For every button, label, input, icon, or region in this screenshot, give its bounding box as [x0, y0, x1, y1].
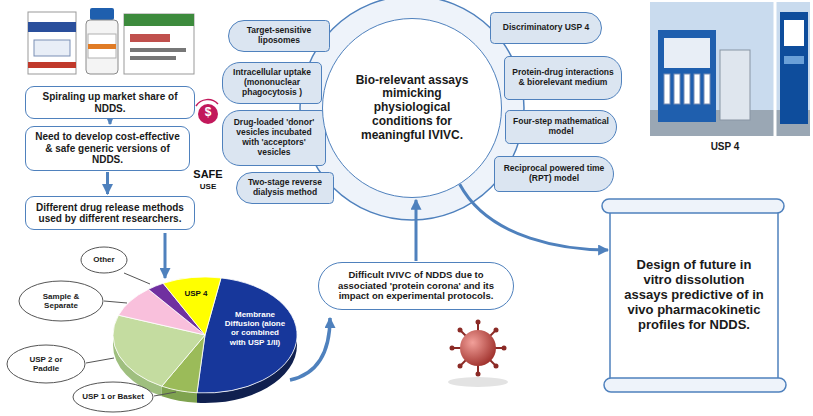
node-text: USP 2 or Paddle	[16, 355, 76, 373]
node-text: USP 1 or Basket	[82, 392, 144, 401]
safe-logo: SAFE	[189, 168, 227, 181]
method-tab: Reciprocal powered time (RPT) model	[494, 156, 614, 192]
node-text: Design of future in vitro dissolution as…	[622, 258, 766, 333]
pie-slice-label: Membrane Diffusion (alone or combined wi…	[222, 310, 288, 347]
callout-oval: USP 1 or Basket	[72, 381, 154, 413]
process-box: Need to develop cost-effective & safe ge…	[25, 126, 190, 171]
callout-oval: Other	[80, 246, 128, 274]
node-text: Two-stage reverse dialysis method	[243, 178, 327, 198]
pie-chart	[113, 277, 297, 403]
outcome-scroll: Design of future in vitro dissolution as…	[600, 198, 788, 393]
node-text: Bio-relevant assays mimicking physiologi…	[347, 74, 477, 143]
apparatus-label: USP 4	[700, 141, 750, 153]
problem-pill: Difficult IVIVC of NDDS due to associate…	[318, 262, 514, 310]
node-text: Drug-loaded 'donor' vesicles incubated w…	[229, 118, 319, 157]
callout-oval: Sample & Separate	[18, 280, 104, 322]
flow-arrow	[164, 233, 167, 278]
method-tab: Discriminatory USP 4	[490, 12, 602, 44]
node-text: Reciprocal powered time (RPT) model	[501, 164, 607, 184]
process-box: Different drug release methods used by d…	[25, 196, 195, 230]
method-tab: Four-step mathematical model	[505, 110, 617, 144]
node-text: Other	[93, 255, 114, 264]
node-text: Four-step mathematical model	[512, 117, 610, 137]
flow-arrow	[460, 184, 608, 250]
safe-logo: USE	[189, 182, 227, 191]
node-text: Discriminatory USP 4	[503, 23, 589, 33]
pie-slice-label: USP 4	[180, 289, 212, 298]
usp4-photo	[650, 2, 810, 136]
method-tab: Two-stage reverse dialysis method	[236, 172, 334, 204]
product-images	[28, 8, 194, 74]
node-text: Protein-drug interactions & biorelevant …	[511, 68, 615, 88]
node-text: Need to develop cost-effective & safe ge…	[32, 131, 183, 166]
node-text: Difficult IVIVC of NDDS due to associate…	[333, 270, 499, 303]
method-tab: Drug-loaded 'donor' vesicles incubated w…	[222, 110, 326, 166]
node-text: Intracellular uptake (mononuclear phagoc…	[229, 68, 315, 97]
dollar-icon	[198, 104, 218, 124]
node-text: Spiraling up market share of NDDS.	[32, 91, 188, 114]
flow-arrow	[109, 120, 112, 124]
virus-illustration	[448, 320, 508, 388]
flow-arrow	[415, 200, 418, 261]
flow-arrow	[106, 172, 109, 194]
process-box: Spiraling up market share of NDDS.	[25, 86, 195, 119]
dollar-sign: $	[198, 106, 218, 120]
method-tab: Target-sensitive liposomes	[228, 20, 330, 52]
callout-oval: USP 2 or Paddle	[6, 344, 86, 384]
method-tab: Protein-drug interactions & biorelevant …	[504, 56, 622, 100]
curved-arrow	[290, 318, 330, 380]
center-circle: Bio-relevant assays mimicking physiologi…	[322, 18, 502, 198]
node-text: Different drug release methods used by d…	[32, 202, 188, 225]
method-tab: Intracellular uptake (mononuclear phagoc…	[222, 62, 322, 104]
node-text: Target-sensitive liposomes	[235, 26, 323, 46]
node-text: Sample & Separate	[28, 292, 94, 310]
callout-leaders	[86, 273, 176, 396]
